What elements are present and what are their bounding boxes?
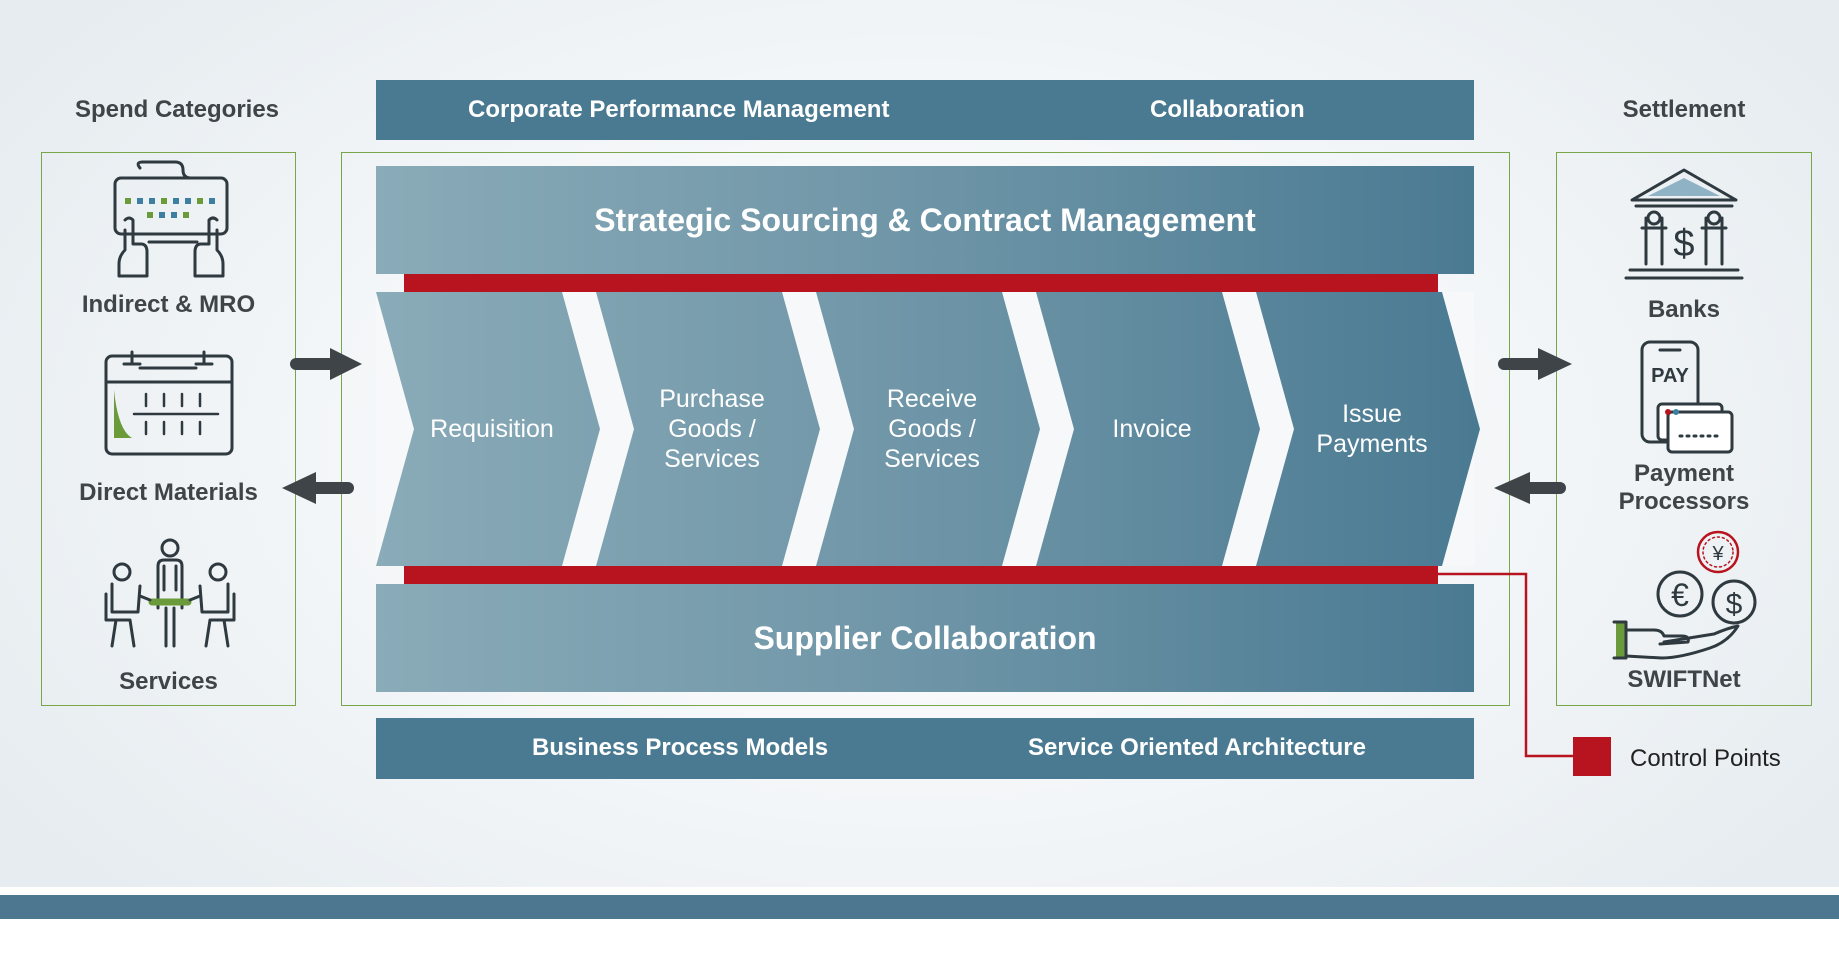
arrow-process-to-settlement [1498,348,1572,380]
pay-text: PAY [1651,365,1689,387]
business-process-models-label: Business Process Models [532,734,829,761]
euro-glyph: € [1671,577,1689,613]
bank-icon: $ [1624,168,1744,280]
process-step-3-label-line-3: Services [884,445,980,473]
spend-categories-panel [41,152,296,706]
swiftnet-label-line: SWIFTNet [1627,666,1741,693]
arrow-spend-to-process [290,348,362,380]
bottom-band [0,895,1839,919]
settlement-heading: Settlement [1622,96,1746,123]
spend-item-direct-materials: Direct Materials [79,479,258,506]
process-step-3-label-line-1: Receive [887,385,977,413]
process-step-4 [1036,292,1260,566]
corporate-performance-label: Corporate Performance Management [468,96,890,123]
process-step-2 [596,292,820,566]
settlement-item-swiftnet: SWIFTNet [1556,666,1812,694]
connectors [282,348,1574,758]
process-step-4-label-line-1: Invoice [1112,415,1191,443]
payment-processors-line-2: Processors [1618,488,1750,515]
bank-dollar-glyph: $ [1673,223,1694,265]
dollar-glyph: $ [1726,588,1743,621]
process-step-3 [816,292,1040,566]
process-step-2-label-line-2: Goods / [668,415,756,443]
spend-item-services: Services [119,668,218,695]
control-bar-bottom [404,566,1438,584]
settlement-item-payment-processors: Payment Processors [1556,460,1812,516]
pay-phone-card-icon: PAY [1640,340,1734,454]
control-bar-top [404,274,1438,292]
supplier-collaboration-bar: Supplier Collaboration [376,584,1474,692]
keyboard-hands-icon [113,160,229,278]
control-points-connector [1438,572,1574,758]
settlement-item-banks: Banks [1556,296,1812,324]
arrow-process-to-spend [282,472,354,504]
diagram-canvas: Spend Categories Settlement Corporate Pe… [0,0,1839,887]
legend-label: Control Points [1630,745,1781,772]
calendar-icon [104,350,234,456]
top-bar: Corporate Performance Management Collabo… [376,80,1474,140]
people-meeting-icon [104,538,236,648]
arrow-settlement-to-process [1494,472,1566,504]
strategic-sourcing-label: Strategic Sourcing & Contract Management [594,202,1256,238]
bottom-bar: Business Process Models Service Oriented… [376,718,1474,779]
process-panel [341,152,1510,706]
process-step-5-label-line-2: Payments [1316,430,1427,458]
strategic-sourcing-bar: Strategic Sourcing & Contract Management [376,166,1474,274]
banks-label-line: Banks [1647,296,1721,323]
spend-categories-heading: Spend Categories [74,96,280,123]
legend-swatch [1573,737,1611,776]
spend-item-indirect-mro: Indirect & MRO [81,291,256,318]
settlement-panel [1556,152,1812,706]
payment-processors-line-1: Payment [1633,460,1735,487]
process-step-5 [1256,292,1480,566]
process-step-2-label-line-3: Services [664,445,760,473]
process-step-5-label-line-1: Issue [1342,400,1402,428]
process-step-1 [376,292,600,566]
process-step-2-label-line-1: Purchase [659,385,765,413]
yen-glyph: ¥ [1711,543,1724,565]
collaboration-label: Collaboration [1150,96,1305,123]
process-step-1-label-line-1: Requisition [430,415,554,443]
currency-hand-icon: ¥ € $ [1612,530,1757,660]
service-oriented-architecture-label: Service Oriented Architecture [1028,734,1366,761]
supplier-collaboration-label: Supplier Collaboration [753,620,1097,656]
process-step-3-label-line-2: Goods / [888,415,976,443]
